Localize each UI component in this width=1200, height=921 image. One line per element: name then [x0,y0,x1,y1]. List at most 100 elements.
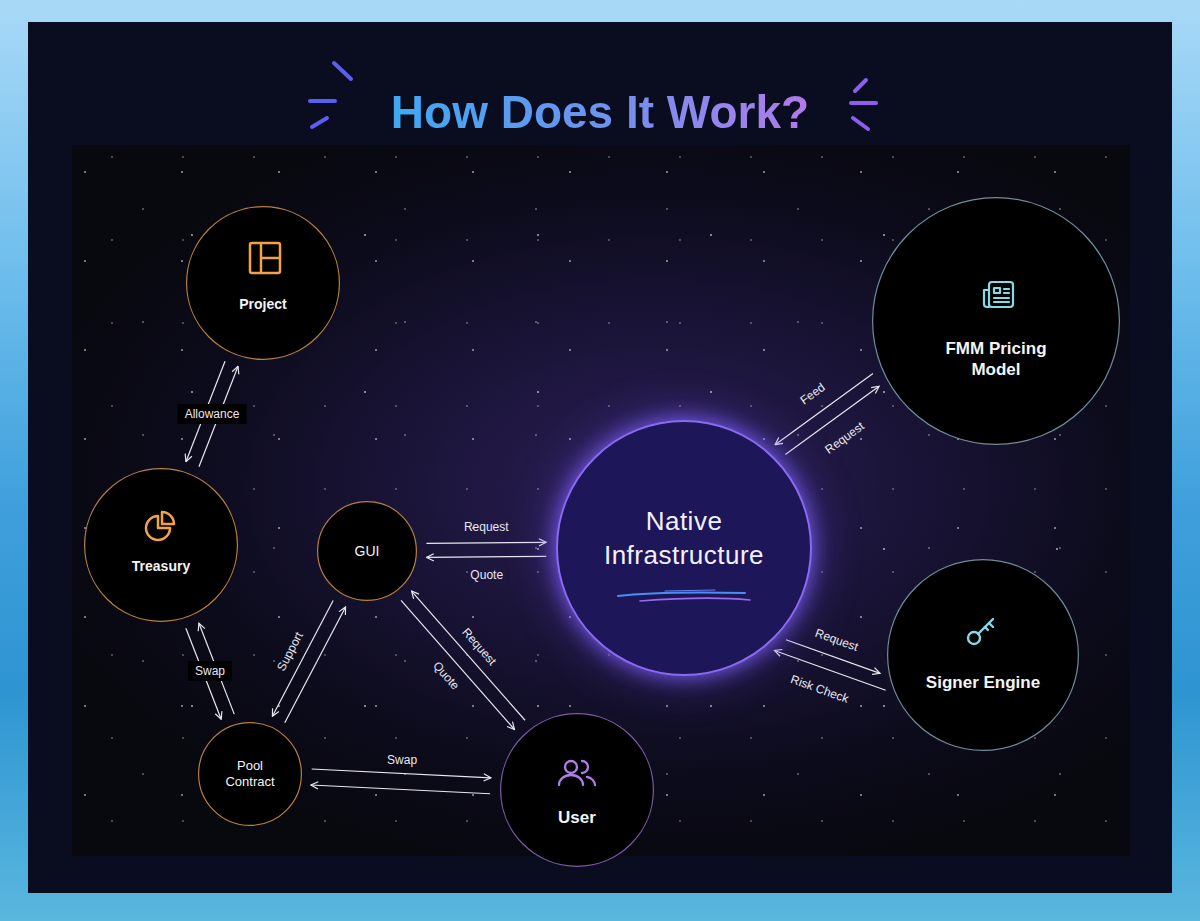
node-body: User [500,713,654,867]
gui-circle: GUI [317,501,417,601]
edge-label: Support [274,630,306,674]
node-label: Signer Engine [926,672,1040,693]
icon-part [261,257,280,260]
edge-label-holder: Quote [470,565,503,583]
circle-shape [557,421,811,675]
circle-shape [888,560,1079,751]
circle-shape [199,723,302,826]
circle-outline [84,468,238,622]
dash [312,118,327,127]
node-label: FMM Pricing Model [931,338,1061,380]
edge-label: Feed [798,380,828,407]
scribble-line [665,590,715,591]
flow-arrow [272,600,333,716]
edge-label: Risk Check [788,672,850,706]
node-label: Treasury [132,557,190,575]
icon-part [994,289,1009,302]
node-body: Native Infrastructure [556,420,812,676]
icon-part [994,288,1000,293]
edge-label-holder: Risk Check [788,669,851,706]
edge-label: Request [822,419,866,457]
node-body: GUI [317,501,417,601]
dash [853,118,868,129]
flow-arrow [427,556,547,557]
circle-outline [186,206,340,360]
icon-part [985,627,988,630]
edge-label: Swap [387,753,417,767]
flow-arrow [199,366,238,466]
circle-shape [318,502,417,601]
left-dashes [310,63,351,127]
edge-label-holder: Quote [429,657,464,693]
flow-arrow [426,542,546,543]
node-label: Pool Contract [215,758,285,790]
circle-shape [873,198,1120,445]
circle-outline [872,197,1120,445]
circle-shape [85,469,238,622]
circle-outline [887,559,1079,751]
users-icon [559,761,595,785]
dash [851,101,876,105]
edge-label-holder: Request [458,623,501,668]
node-label: Project [239,295,286,313]
flow-arrow [186,361,225,461]
pricing-model-circle: FMM Pricing Model [872,197,1120,445]
title-holder: How Does It Work? [0,84,1200,140]
layout-icon [250,243,280,273]
icon-part [989,282,1013,307]
infrastructure-circle: Native Infrastructure [556,420,812,676]
edge-label-holder: Request [464,517,509,535]
flow-arrow [285,607,346,723]
dash [310,99,335,103]
node-body: Signer Engine [887,559,1079,751]
flow-arrow [312,769,491,778]
node-label: GUI [355,542,380,560]
treasury-circle: Treasury [84,468,238,622]
edge-label-holder: Support [272,629,307,675]
flow-arrow [774,650,885,690]
circle-outline [500,713,654,867]
scribble-line [640,598,750,601]
dash [334,63,351,79]
edge-label: Quote [430,659,462,693]
node-body: Pool Contract [198,722,302,826]
icon-part [989,623,993,627]
node-body: Project [186,206,340,360]
icon-part [162,512,174,524]
pool-circle: Pool Contract [198,722,302,826]
icon-part [250,243,280,273]
edge-label-holder: Swap [387,750,417,768]
flow-arrow [785,386,879,454]
flow-arrow [786,640,880,674]
icon-part [587,777,595,785]
edge-label-holder: Swap [188,661,232,681]
icon-part [559,775,583,785]
right-dashes [851,80,876,129]
circle-shape [187,207,340,360]
diagram-title: How Does It Work? [391,84,809,140]
circle-shape [501,714,654,867]
edge-label: Request [464,520,509,534]
icon-part [582,761,588,773]
node-body: Treasury [84,468,238,622]
edge-label-holder: Feed [796,378,829,409]
node-label: User [558,807,596,828]
icon-part [968,632,980,644]
project-circle: Project [186,206,340,360]
icon-part [978,619,993,634]
node-body: FMM Pricing Model [872,197,1120,445]
edge-label-holder: Request [813,623,861,655]
icon-part [146,516,170,540]
user-circle: User [500,713,654,867]
scribble-underline [618,590,750,601]
edge-label: Request [813,626,860,654]
edge-label: Request [459,625,499,668]
scribble-line [618,592,745,596]
flow-arrow [199,623,234,714]
key-icon [968,619,993,644]
edge-label-holder: Allowance [178,404,247,424]
icon-part [565,761,577,773]
icon-part [260,243,263,273]
icon-part [984,290,989,307]
